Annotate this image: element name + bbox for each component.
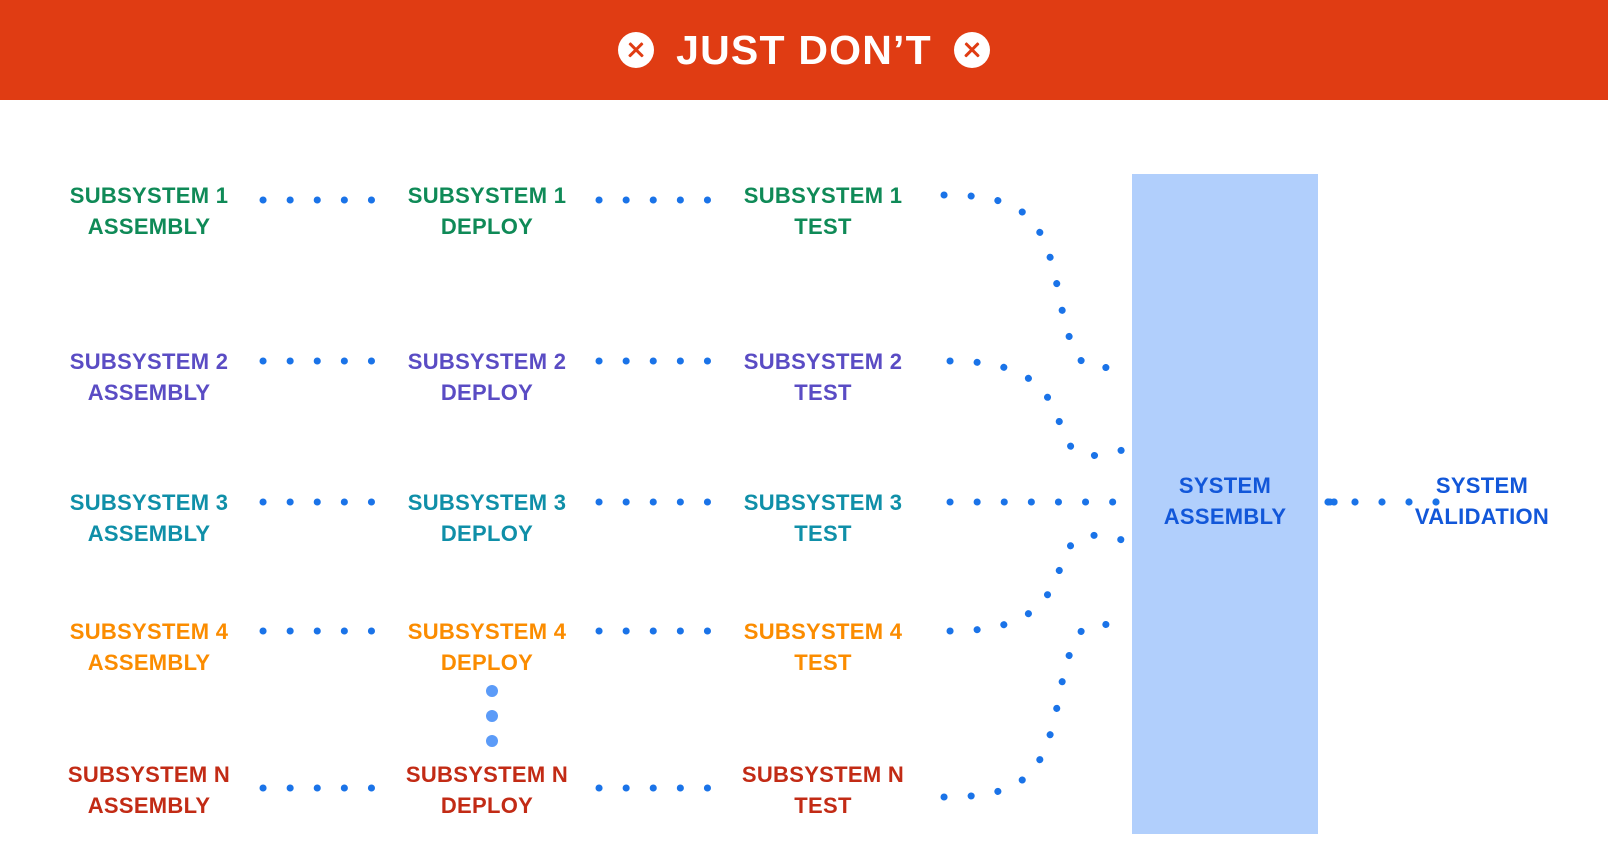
diagram-canvas: SUBSYSTEM 1 ASSEMBLY SUBSYSTEM 1 DEPLOY …: [0, 100, 1608, 846]
system-validation-label[interactable]: SYSTEM VALIDATION: [1414, 473, 1550, 529]
banner: JUST DON’T: [0, 0, 1608, 100]
connector-wires: [259, 191, 1440, 801]
stage-subsystem-4-assembly[interactable]: SUBSYSTEM 4 ASSEMBLY: [69, 619, 229, 675]
stage-subsystem-2-deploy[interactable]: SUBSYSTEM 2 DEPLOY: [407, 349, 567, 405]
stage-subsystem-4-test[interactable]: SUBSYSTEM 4 TEST: [743, 619, 903, 675]
system-assembly-label[interactable]: SYSTEM ASSEMBLY: [1163, 473, 1287, 529]
banner-title: JUST DON’T: [676, 26, 932, 73]
vertical-ellipsis-icon: [486, 685, 498, 747]
stage-subsystem-3-assembly[interactable]: SUBSYSTEM 3 ASSEMBLY: [69, 490, 229, 546]
stage-subsystem-3-deploy[interactable]: SUBSYSTEM 3 DEPLOY: [407, 490, 567, 546]
circled-x-icon-right: [953, 32, 990, 68]
stage-subsystem-2-test[interactable]: SUBSYSTEM 2 TEST: [743, 349, 903, 405]
stage-subsystem-1-deploy[interactable]: SUBSYSTEM 1 DEPLOY: [407, 183, 567, 239]
stage-subsystem-1-test[interactable]: SUBSYSTEM 1 TEST: [743, 183, 903, 239]
system-assembly-block[interactable]: [1132, 174, 1318, 834]
stage-subsystem-n-test[interactable]: SUBSYSTEM N TEST: [741, 762, 905, 818]
banner-content: JUST DON’T: [618, 26, 990, 73]
stage-subsystem-1-assembly[interactable]: SUBSYSTEM 1 ASSEMBLY: [69, 183, 229, 239]
stage-subsystem-4-deploy[interactable]: SUBSYSTEM 4 DEPLOY: [407, 619, 567, 675]
stage-subsystem-3-test[interactable]: SUBSYSTEM 3 TEST: [743, 490, 903, 546]
assembly-to-validation-dots: [1324, 498, 1440, 506]
stage-subsystem-2-assembly[interactable]: SUBSYSTEM 2 ASSEMBLY: [69, 349, 229, 405]
stage-subsystem-n-deploy[interactable]: SUBSYSTEM N DEPLOY: [405, 762, 569, 818]
stage-subsystem-n-assembly[interactable]: SUBSYSTEM N ASSEMBLY: [67, 762, 231, 818]
circled-x-icon-left: [618, 32, 655, 68]
